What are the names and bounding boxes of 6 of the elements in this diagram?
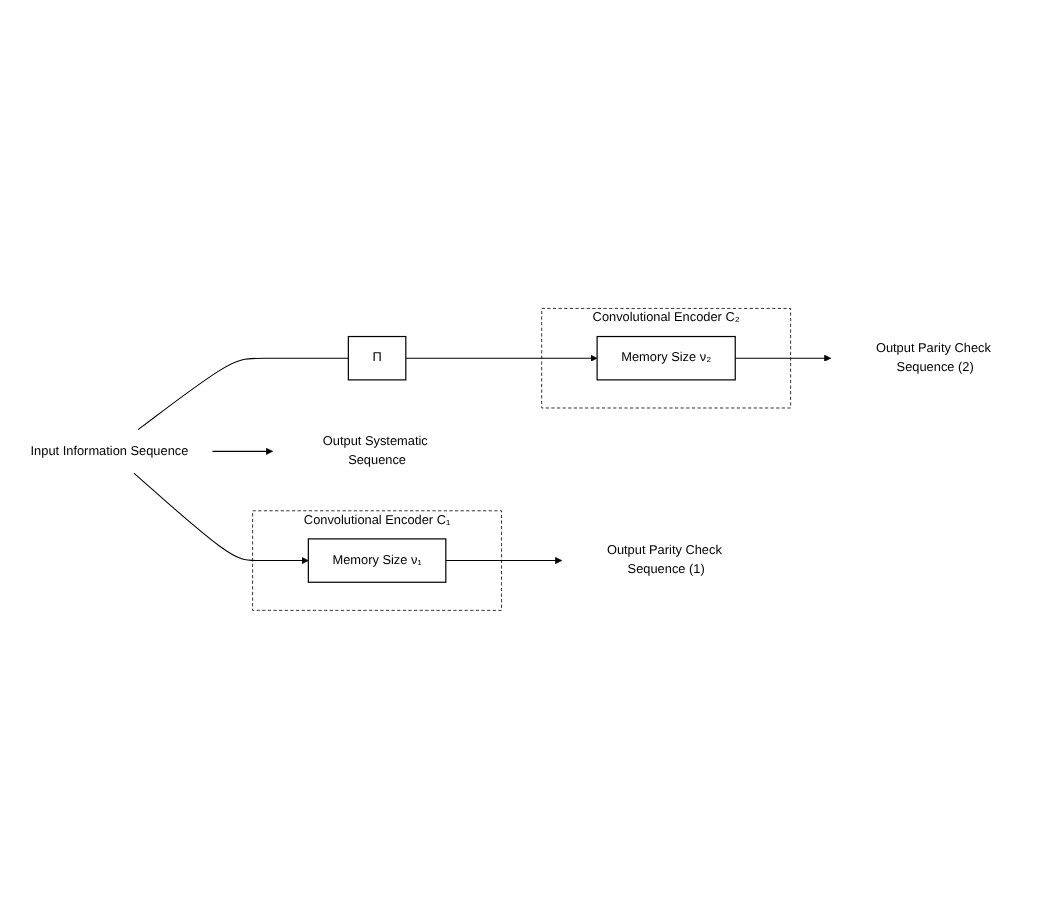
arrow	[734, 354, 832, 362]
arrow	[211, 447, 273, 455]
arrow	[445, 556, 563, 564]
arrow	[405, 354, 598, 362]
connector	[137, 357, 349, 430]
arrow	[133, 472, 309, 564]
